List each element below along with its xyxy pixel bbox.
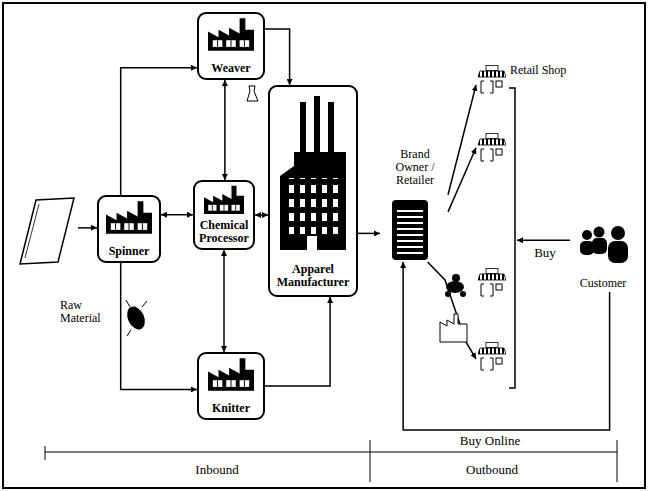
raw-material-node: Raw Material: [15, 195, 78, 268]
node-label: Brand Owner / Retailer: [388, 148, 442, 187]
factory-icon: [204, 186, 244, 214]
node-text: Chemical Processor: [195, 219, 253, 245]
stage-bracket: [370, 440, 371, 482]
node-label: Retail Shop: [510, 64, 566, 77]
customer-icon: [592, 238, 607, 254]
apparel-factory-icon: [280, 152, 346, 250]
connector-arrow: [121, 68, 197, 195]
stage-label: Inbound: [193, 463, 240, 477]
raw-material-icon: [20, 198, 74, 264]
retailer-node: Brand Owner / Retailer: [380, 148, 448, 262]
node-text: Weaver: [199, 62, 263, 75]
retail-shop-node: Retail Shop: [476, 62, 517, 392]
apparel-factory-icon: [328, 102, 334, 157]
delivery-scooter-icon: [460, 291, 466, 297]
customer-icon: [608, 241, 628, 263]
customer-icon: [580, 226, 628, 263]
edge-label: Buy Online: [458, 434, 522, 448]
connector-arrow: [265, 29, 290, 85]
apparel-factory-icon: [314, 96, 320, 157]
connector-arrow: [255, 214, 268, 216]
customer-icon: [611, 226, 625, 240]
warehouse-icon: [440, 314, 467, 342]
brand-building-icon: [392, 200, 428, 260]
customer-icon: [582, 230, 592, 240]
apparel-factory-icon: [300, 102, 306, 157]
node-text: Brand Owner / Retailer: [388, 148, 442, 187]
connector-arrow: [224, 80, 226, 180]
stage-bracket: [617, 440, 618, 482]
cotton-icon: [142, 301, 147, 307]
node-text: Knitter: [199, 402, 263, 415]
stage-label: Outbound: [464, 463, 520, 477]
node-label: Weaver: [199, 62, 263, 75]
cotton-icon: [124, 304, 149, 333]
node-text: Retail Shop: [510, 64, 566, 77]
factory-icon: [106, 201, 152, 234]
connector-arrow: [517, 239, 570, 241]
connector-arrow: [78, 227, 97, 229]
process-box: Apparel Manufacturer: [268, 85, 358, 297]
cotton-icon: [126, 300, 130, 307]
factory-icon: [208, 358, 254, 391]
process-box: Knitter: [197, 352, 265, 420]
apparel-factory-icon: [283, 178, 343, 234]
apparel-factory-icon: [280, 96, 346, 250]
node-text: Apparel Manufacturer: [270, 263, 356, 289]
shop-bracket: [509, 88, 515, 388]
node-text: Customer: [570, 277, 636, 290]
shop-icon: [478, 269, 506, 297]
apparel-factory-icon: [307, 236, 317, 250]
customer-node: Customer: [570, 222, 636, 292]
connector-arrow: [448, 148, 476, 212]
process-box: Chemical Processor: [193, 180, 255, 250]
connector-arrow: [161, 214, 193, 216]
customer-icon: [594, 227, 605, 238]
connector-arrow: [428, 262, 476, 359]
delivery-scooter-icon: [452, 274, 460, 282]
cotton-icon: [124, 300, 149, 336]
shop-icon: [478, 66, 506, 371]
node-label: Raw Material: [60, 299, 114, 325]
connector-arrow: [265, 297, 330, 386]
node-label: Chemical Processor: [195, 219, 253, 245]
brand-building-icon: [397, 206, 423, 254]
node-label: Spinner: [99, 245, 159, 258]
node-label: Apparel Manufacturer: [270, 263, 356, 289]
stage-bracket: [45, 452, 617, 453]
node-label: Knitter: [199, 402, 263, 415]
raw-material-icon: [25, 204, 39, 258]
frame: [3, 3, 645, 488]
node-label: Customer: [570, 277, 636, 290]
shop-icon: [478, 343, 506, 371]
connector-arrow: [403, 262, 609, 430]
cotton-icon: [127, 330, 131, 336]
customer-icon: [580, 241, 594, 255]
delivery-scooter-icon: [445, 291, 451, 297]
delivery-scooter-icon: [445, 274, 466, 297]
raw-material-icon: [20, 198, 74, 264]
fabric-bag-icon: [247, 86, 258, 101]
stage-bracket: [45, 440, 617, 482]
process-box: Spinner: [97, 195, 161, 263]
connector-arrow: [121, 263, 197, 389]
edge-label: Buy: [532, 246, 558, 260]
fabric-bag-icon: [247, 86, 258, 101]
node-text: Spinner: [99, 245, 159, 258]
shop-icon: [478, 134, 506, 162]
node-text: Raw Material: [60, 299, 114, 325]
connector-arrow: [358, 233, 380, 235]
shop-icon: [478, 66, 506, 94]
stage-bracket: [45, 446, 46, 460]
warehouse-icon: [440, 314, 467, 342]
connector-arrow: [223, 250, 225, 352]
factory-icon: [208, 18, 254, 51]
brand-building-icon: [392, 200, 428, 260]
process-box: Weaver: [197, 12, 265, 80]
